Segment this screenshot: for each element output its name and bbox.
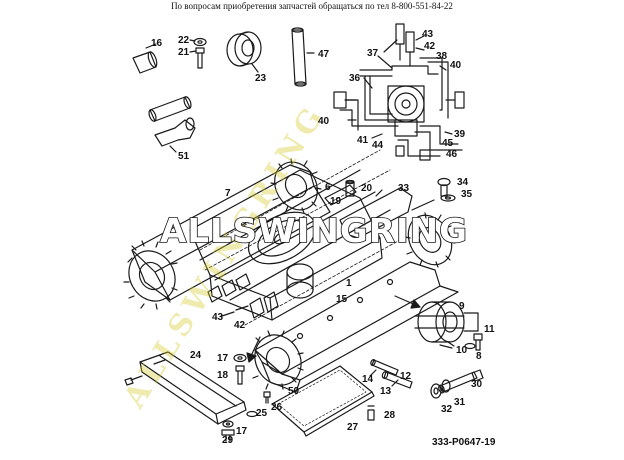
callout-21: 21 bbox=[178, 47, 190, 58]
callout-35: 35 bbox=[461, 189, 473, 200]
callout-20: 20 bbox=[361, 183, 373, 194]
part-17-18-bolt-washer bbox=[233, 353, 247, 385]
callout-18: 18 bbox=[217, 370, 229, 381]
callout-7: 7 bbox=[225, 188, 231, 199]
part-26-25-29-fasteners bbox=[221, 391, 271, 442]
callout-28: 28 bbox=[384, 410, 396, 421]
callout-43a: 43 bbox=[422, 29, 434, 40]
callout-13: 13 bbox=[380, 386, 392, 397]
callout-40a: 40 bbox=[450, 60, 462, 71]
callout-34: 34 bbox=[457, 177, 469, 188]
callout-36: 36 bbox=[349, 73, 361, 84]
callout-25: 25 bbox=[256, 408, 268, 419]
callout-46: 46 bbox=[446, 149, 458, 160]
part-14-13-12-pins bbox=[369, 359, 413, 389]
callout-30: 30 bbox=[471, 379, 483, 390]
callout-42b: 42 bbox=[234, 320, 246, 331]
callout-9: 9 bbox=[459, 301, 465, 312]
part-28-bolt bbox=[367, 405, 375, 421]
callout-31: 31 bbox=[454, 397, 466, 408]
part-24-guard-beam bbox=[139, 351, 247, 425]
callout-11: 11 bbox=[484, 324, 495, 335]
callout-33: 33 bbox=[398, 183, 410, 194]
callout-47: 47 bbox=[318, 49, 330, 60]
part-22-21-washer-bolt bbox=[189, 37, 207, 69]
part-34-35-bolt-washer bbox=[411, 177, 456, 211]
beam-end-bolt bbox=[124, 375, 143, 386]
callout-1: 1 bbox=[346, 278, 352, 289]
callout-15: 15 bbox=[336, 294, 348, 305]
hidden-lines bbox=[199, 149, 401, 326]
callout-22: 22 bbox=[178, 35, 190, 46]
part-9-track-roller bbox=[414, 301, 479, 349]
callout-6: 6 bbox=[325, 182, 331, 193]
callout-14: 14 bbox=[362, 374, 374, 385]
undercarriage-frame bbox=[123, 158, 459, 393]
header-contact-text: По вопросам приобретения запчастей обращ… bbox=[171, 1, 453, 11]
callout-43b: 43 bbox=[212, 312, 224, 323]
part-47-pin bbox=[291, 27, 315, 87]
callout-23: 23 bbox=[255, 73, 267, 84]
callout-16: 16 bbox=[151, 38, 163, 49]
callout-50: 50 bbox=[288, 386, 300, 397]
callout-17b: 17 bbox=[236, 426, 248, 437]
callout-45: 45 bbox=[442, 138, 454, 149]
callout-39: 39 bbox=[454, 129, 466, 140]
part-11-bolt bbox=[473, 333, 483, 351]
callout-38: 38 bbox=[436, 51, 448, 62]
hydraulic-swivel-assembly bbox=[333, 23, 465, 161]
part-51-hose-fittings bbox=[148, 96, 196, 153]
callout-32: 32 bbox=[441, 404, 453, 415]
callout-29: 29 bbox=[222, 435, 234, 446]
callout-41: 41 bbox=[357, 135, 369, 146]
callout-42a: 42 bbox=[424, 41, 436, 52]
part-10-washer bbox=[464, 342, 476, 350]
callout-51: 51 bbox=[178, 151, 190, 162]
part-23-roller bbox=[226, 31, 262, 73]
callout-24: 24 bbox=[190, 350, 202, 361]
callout-labels: 16 22 21 23 47 37 43 42 38 40 36 40 41 4… bbox=[151, 29, 495, 446]
part-30-31-32-bolt-assembly bbox=[430, 369, 484, 399]
callout-44: 44 bbox=[372, 140, 384, 151]
callout-12: 12 bbox=[400, 371, 412, 382]
part-16-bushing bbox=[132, 43, 158, 74]
callout-8: 8 bbox=[476, 351, 482, 362]
callout-26: 26 bbox=[271, 402, 283, 413]
callout-19: 19 bbox=[330, 196, 342, 207]
part-33-cover-plate bbox=[339, 187, 413, 239]
part-27-bottom-plate bbox=[271, 365, 375, 437]
callout-10: 10 bbox=[456, 345, 468, 356]
part-20-pin bbox=[345, 179, 355, 197]
callout-27: 27 bbox=[347, 422, 359, 433]
drawing-reference: 333-P0647-19 bbox=[432, 437, 496, 448]
callout-40b: 40 bbox=[318, 116, 330, 127]
callout-37: 37 bbox=[367, 48, 379, 59]
watermark-main: ALLSWINGRING bbox=[160, 211, 468, 250]
callout-17a: 17 bbox=[217, 353, 229, 364]
